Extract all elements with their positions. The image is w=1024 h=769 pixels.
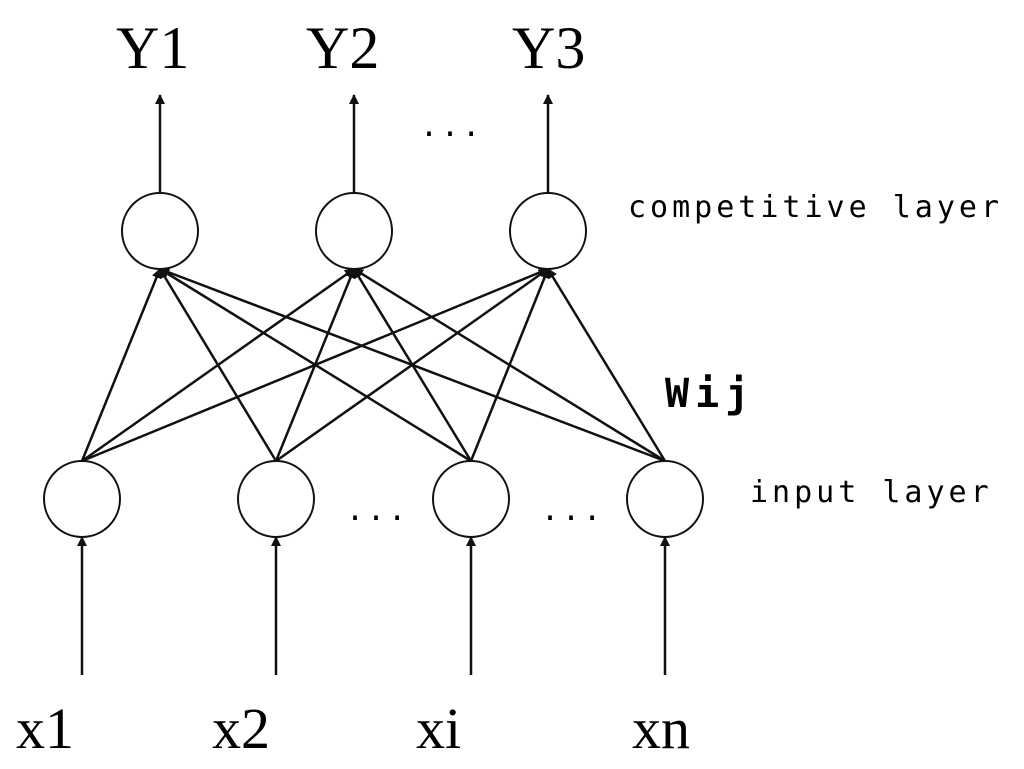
- weight-connection-x4-y3: [546, 268, 667, 462]
- output-label-y3: Y3: [512, 15, 586, 81]
- output-label-y2: Y2: [306, 15, 380, 81]
- input-label-x2: x2: [212, 696, 270, 761]
- input-label-x1: x1: [16, 696, 74, 761]
- competitive-node-2: [315, 192, 393, 270]
- weight-connection-x2-y1: [158, 268, 278, 462]
- input-layer-label: input layer: [750, 475, 993, 510]
- weight-connection-x3-y1: [159, 267, 472, 463]
- competitive-node-1: [121, 192, 199, 270]
- input-ellipsis-2: ...: [541, 493, 605, 528]
- input-node-1: [43, 460, 121, 538]
- input-node-2: [237, 460, 315, 538]
- output-label-y1: Y1: [116, 15, 190, 81]
- input-ellipsis-1: ...: [346, 493, 410, 528]
- competitive-node-3: [509, 192, 587, 270]
- weight-label: Wij: [665, 371, 756, 417]
- weight-connection-x4-y1: [159, 267, 666, 463]
- input-node-3: [432, 460, 510, 538]
- competitive-layer-label: competitive layer: [628, 190, 1004, 225]
- weight-connection-x4-y2: [353, 267, 666, 463]
- weight-connection-x1-y1: [80, 268, 162, 462]
- input-label-xn: xn: [632, 696, 690, 761]
- input-label-xi: xi: [416, 696, 462, 761]
- weight-connections: [80, 267, 667, 463]
- io-arrows: [77, 94, 670, 675]
- input-node-4: [626, 460, 704, 538]
- nodes: [43, 192, 704, 538]
- output-ellipsis: ...: [420, 109, 484, 144]
